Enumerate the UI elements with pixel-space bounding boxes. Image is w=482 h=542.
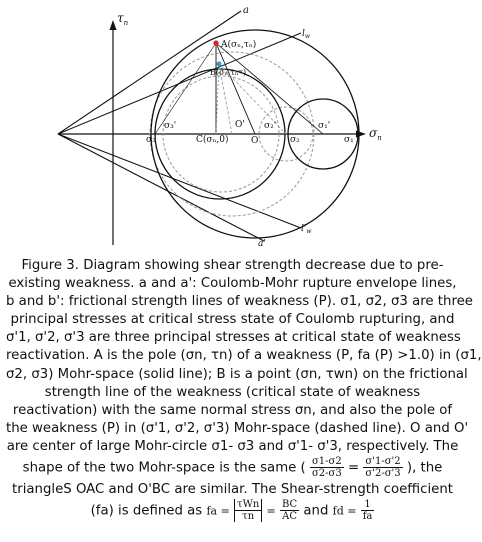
line-pole-A2 [154, 42, 217, 135]
sigma-axis-label: σn [369, 126, 382, 142]
caption-line: Figure 3. Diagram showing shear strength… [21, 258, 444, 273]
caption-line: σ'1, σ'2, σ'3 are three principal stress… [6, 330, 461, 346]
caption-line: the weakness (P) in (σ'1, σ'2, σ'3) Mohr… [6, 420, 469, 436]
caption-line: b and b': frictional strength lines of w… [6, 294, 473, 310]
label-sigma2-prime: σ₂' [264, 121, 276, 131]
caption-line: are center of large Mohr-circle σ1- σ3 a… [6, 438, 459, 454]
caption-line: triangleS OAC and O'BC are similar. The … [12, 481, 453, 497]
fraction-denominator: σ'2-σ'3 [365, 468, 401, 480]
dashed-small-circle-left [162, 75, 280, 193]
label-C: C(σₙ,0) [196, 134, 229, 145]
fraction-numerator: σ1-σ2 [309, 456, 344, 469]
label-sigma3-prime: σ₃' [164, 121, 176, 131]
radius-O-prime-B [218, 63, 233, 135]
label-A: A(σₙ,τₙ) [220, 39, 256, 50]
tau-axis-label: τn [117, 11, 129, 27]
point-A [213, 40, 219, 46]
label-sigma1: σ₁ [344, 135, 354, 145]
caption-line: strength line of the weakness (critical … [44, 384, 421, 400]
caption-line-fraction: shape of the two Mohr-space is the same … [6, 456, 459, 481]
solid-small-circle-right [287, 98, 359, 170]
mohr-circle-diagram: τn σn a a' lw l'w A(σₙ,τₙ) B(σₙ,τₙʷ) O' … [57, 5, 382, 249]
label-sigma3: σ₃ [146, 135, 156, 145]
fraction-denominator: fa [362, 510, 373, 522]
fd-symbol: fd = [332, 504, 357, 518]
envelope-a-prime [57, 133, 265, 242]
equals-sign: = [347, 460, 360, 476]
fraction-numerator: BC [279, 498, 300, 511]
equals-sign: = [266, 504, 276, 518]
caption-line: principal stresses at critical stress st… [10, 312, 455, 328]
caption-text: and [303, 503, 329, 519]
fraction-denominator: τn [242, 510, 255, 522]
figure-caption: Figure 3. Diagram showing shear strength… [6, 257, 482, 524]
fa-symbol: fa = [206, 504, 230, 518]
tau-axis-arrow [109, 20, 117, 30]
caption-text: shape of the two Mohr-space is the same … [22, 460, 306, 476]
envelope-a [57, 10, 242, 135]
label-b: lw [302, 29, 311, 40]
label-a-prime: a' [258, 239, 266, 249]
dashed-small-circle-right [258, 106, 314, 162]
fraction-numerator: τWn [235, 498, 262, 511]
caption-line: σ2, σ3) Mohr-space (solid line); B is a … [6, 366, 468, 382]
caption-text: (fa) is defined as [90, 503, 203, 519]
line-pole-A [215, 42, 324, 135]
label-sigma1-prime: σ₁' [318, 121, 330, 131]
fraction-numerator: σ'1-σ'2 [363, 456, 403, 469]
caption-line: existing weakness. a and a': Coulomb-Moh… [8, 276, 457, 292]
label-B: B(σₙ,τₙʷ) [210, 68, 246, 77]
caption-text: ), the [406, 460, 443, 476]
caption-line: reactivation) with the same normal stres… [12, 402, 453, 418]
label-sigma2: σ₂ [290, 135, 300, 145]
solid-large-circle [150, 29, 360, 239]
point-B [216, 61, 222, 67]
caption-line: reactivation. A is the pole (σn, τn) of … [6, 348, 482, 364]
fraction-denominator: AC [282, 510, 298, 522]
label-a: a [243, 5, 249, 16]
line-pole-B [218, 63, 287, 135]
label-O-prime: O' [235, 120, 245, 130]
dashed-large-circle [149, 51, 315, 217]
fraction-denominator: σ2-σ3 [311, 468, 342, 480]
fraction-numerator: 1 [360, 499, 375, 511]
label-b-prime: l'w [301, 224, 312, 235]
friction-line-b-prime [57, 133, 302, 229]
radius-OA [215, 42, 256, 135]
label-O: O [251, 136, 258, 146]
